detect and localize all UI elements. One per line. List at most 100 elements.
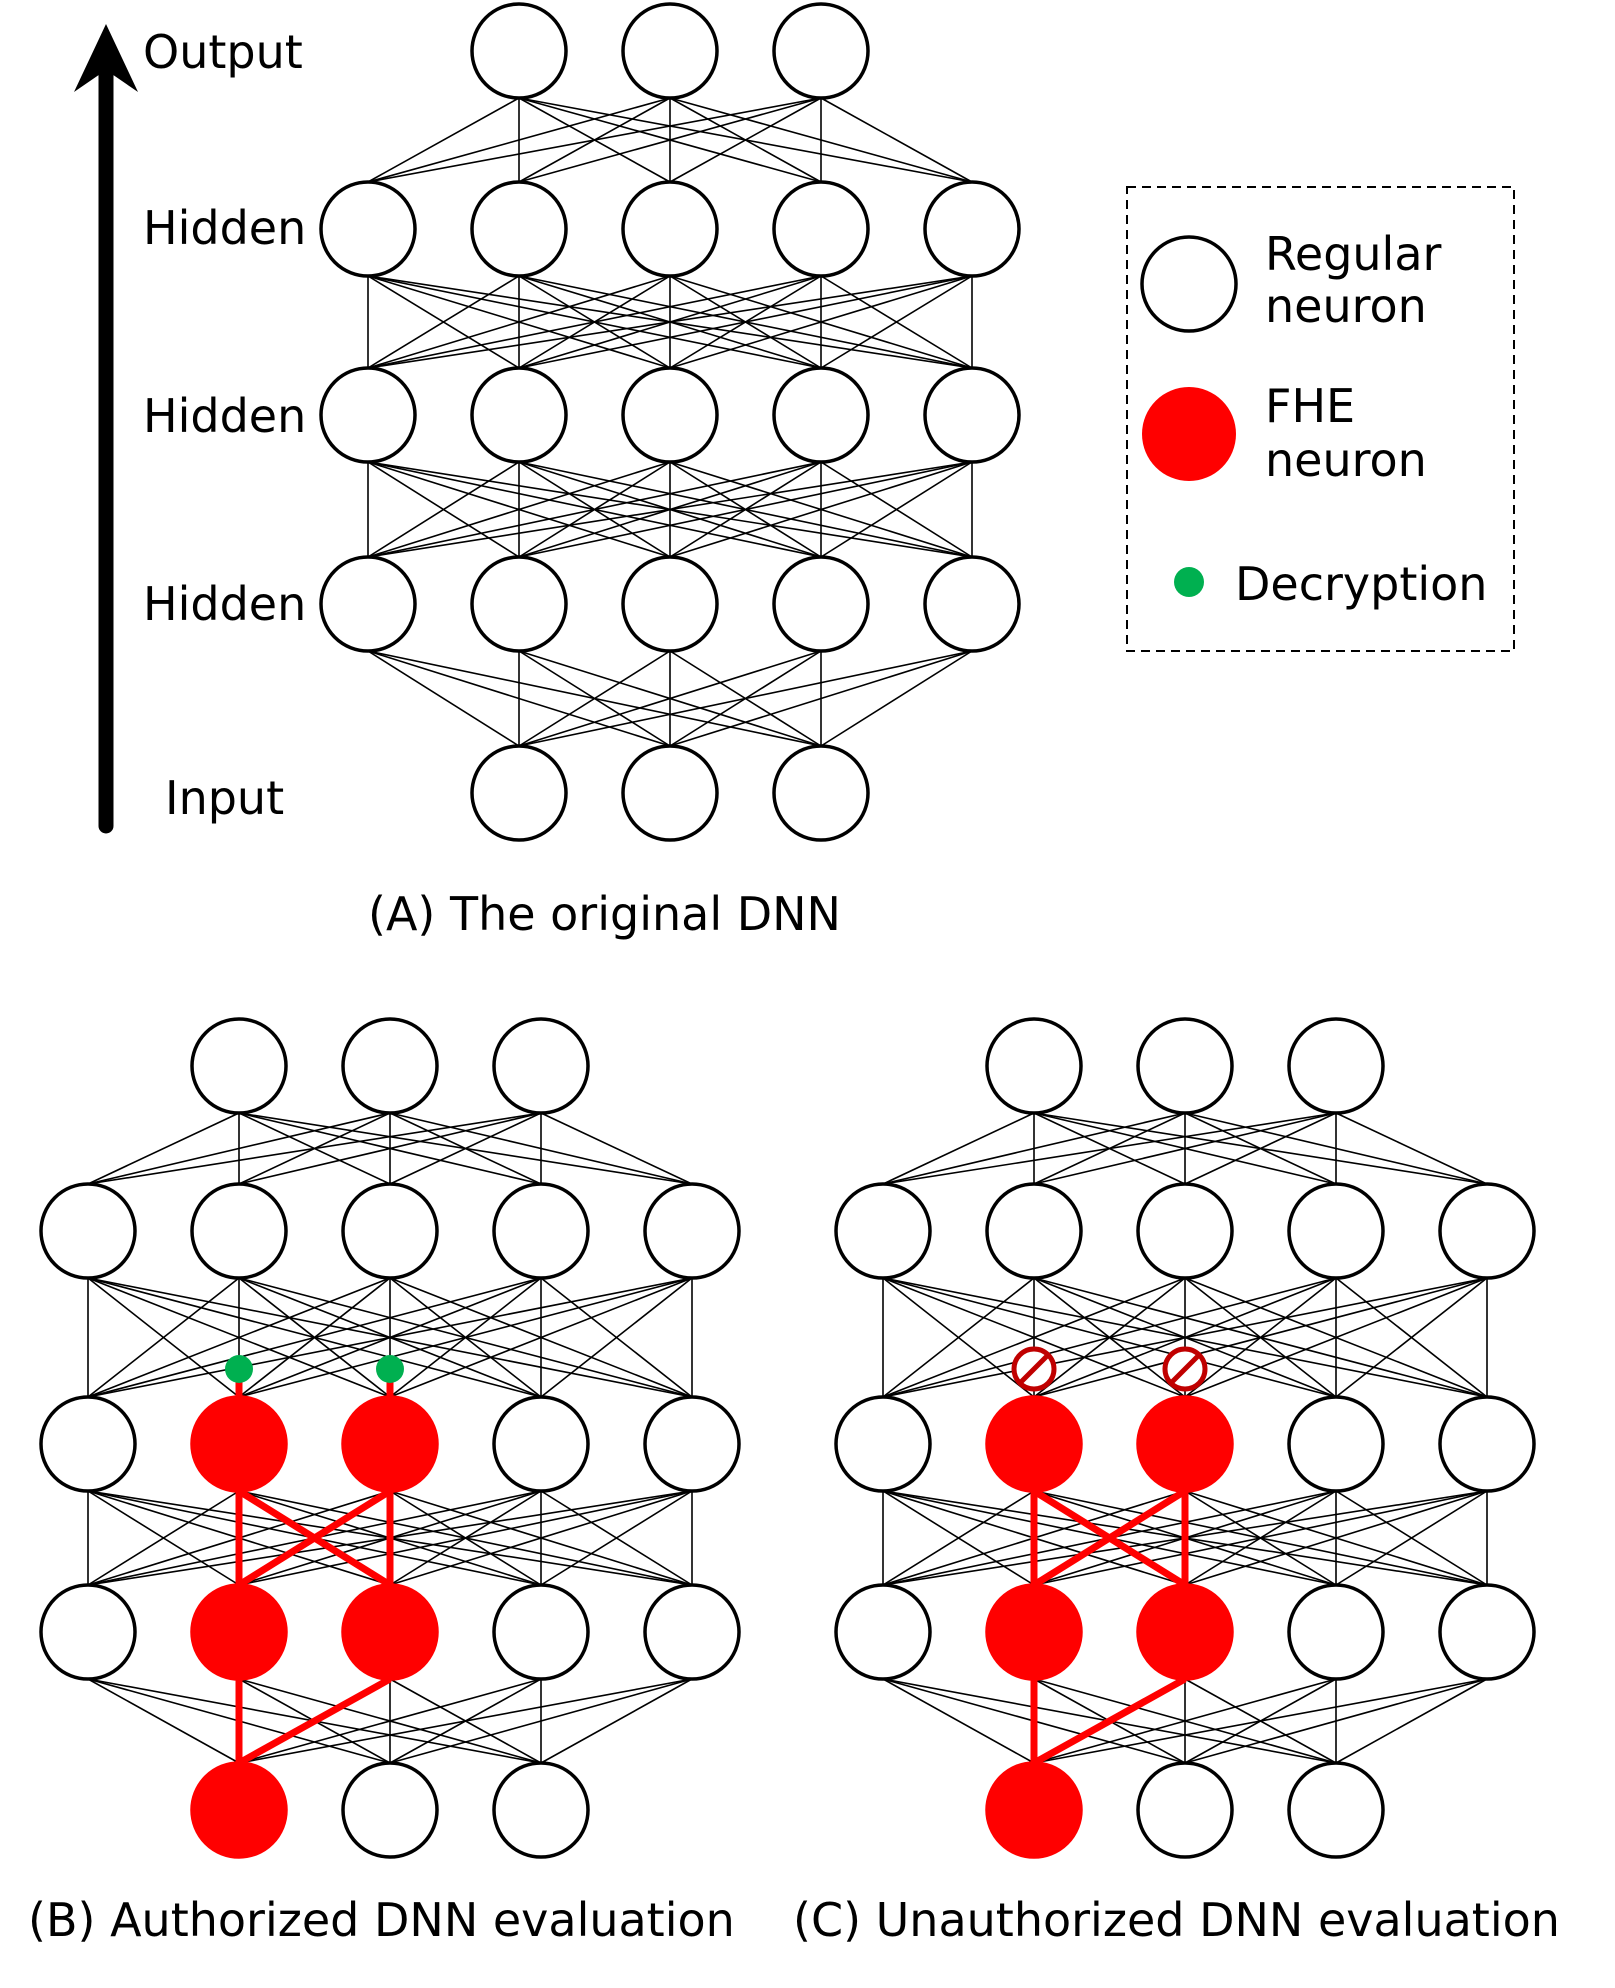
regular-neuron: [190, 1017, 288, 1115]
connection: [87, 1277, 240, 1398]
connection: [238, 1678, 542, 1764]
regular-neuron: [470, 2, 568, 100]
decryption-dot-icon: [376, 1355, 404, 1383]
connection: [1335, 1277, 1488, 1398]
connection: [669, 461, 973, 558]
legend: Regular neuron FHE neuron Decryption: [1126, 186, 1515, 652]
connection: [518, 97, 822, 183]
regular-neuron: [39, 1395, 137, 1493]
connection: [882, 1490, 1035, 1586]
legend-regular-label: Regular: [1265, 227, 1442, 281]
regular-neuron: [772, 744, 870, 842]
connection: [238, 1112, 693, 1185]
regular-neuron: [621, 2, 719, 100]
regular-neuron: [643, 1182, 741, 1280]
fhe-neuron: [985, 1395, 1083, 1493]
fhe-neuron: [1136, 1395, 1234, 1493]
regular-neuron: [985, 1182, 1083, 1280]
neurons: [39, 1017, 741, 1859]
regular-neuron: [492, 1583, 590, 1681]
fhe-neuron: [190, 1583, 288, 1681]
connection: [518, 97, 671, 183]
regular-neuron: [39, 1583, 137, 1681]
regular-neuron: [772, 180, 870, 278]
connection: [367, 461, 822, 558]
connection: [1184, 1277, 1488, 1398]
hidden-layer-label: Hidden: [143, 577, 306, 631]
fhe-neuron: [341, 1583, 439, 1681]
legend-regular-label: neuron: [1265, 279, 1427, 333]
fhe-connections: [1030, 1488, 1189, 1767]
regular-neuron: [923, 366, 1021, 464]
connection: [87, 1490, 240, 1586]
regular-neuron: [1438, 1395, 1536, 1493]
legend-decryption-label: Decryption: [1235, 557, 1487, 611]
caption-original-dnn: (A) The original DNN: [368, 887, 841, 941]
connection: [518, 461, 973, 558]
connection: [389, 1678, 542, 1764]
connection: [1033, 1112, 1488, 1185]
caption-authorized-evaluation: (B) Authorized DNN evaluation: [28, 1893, 735, 1947]
connection: [1033, 1277, 1488, 1398]
regular-neuron: [1287, 1182, 1385, 1280]
fhe-connection: [237, 1675, 392, 1767]
regular-neuron: [341, 1761, 439, 1859]
connection: [882, 1277, 1337, 1398]
regular-neuron: [1136, 1182, 1234, 1280]
fhe-neuron: [341, 1395, 439, 1493]
connection: [1033, 1112, 1337, 1185]
connection: [669, 97, 973, 183]
connection: [1184, 1112, 1488, 1185]
connection: [669, 275, 973, 369]
connection: [367, 461, 973, 558]
decryption-dot-icon: [225, 1355, 253, 1383]
connection: [1033, 1112, 1186, 1185]
connection: [389, 1277, 693, 1398]
connection: [238, 1112, 391, 1185]
regular-neuron: [492, 1761, 590, 1859]
regular-neuron: [772, 555, 870, 653]
connection: [540, 1678, 693, 1764]
connection: [1184, 1490, 1488, 1586]
regular-neuron: [834, 1182, 932, 1280]
regular-neuron: [643, 1583, 741, 1681]
connections: [367, 97, 973, 747]
connection: [540, 1277, 693, 1398]
connection: [820, 461, 973, 558]
regular-neuron: [1287, 1583, 1385, 1681]
fhe-neuron: [190, 1395, 288, 1493]
connections: [882, 1112, 1488, 1764]
regular-neuron: [621, 366, 719, 464]
connection: [882, 1277, 1488, 1398]
regular-neuron-icon: [1140, 235, 1238, 333]
legend-fhe-label: neuron: [1265, 433, 1427, 487]
connection: [238, 1490, 693, 1586]
connection: [1033, 1490, 1488, 1586]
authorized-dnn-network: [39, 1017, 741, 1859]
connection: [87, 1678, 240, 1764]
connection: [518, 97, 973, 183]
regular-neuron: [470, 366, 568, 464]
regular-neuron: [319, 366, 417, 464]
regular-neuron: [319, 180, 417, 278]
original-dnn-network: [319, 2, 1021, 842]
hidden-layer-label: Hidden: [143, 389, 306, 443]
legend-fhe-label: FHE: [1265, 379, 1355, 433]
connection: [820, 97, 973, 183]
regular-neuron: [772, 2, 870, 100]
connection: [367, 650, 822, 747]
regular-neuron: [923, 555, 1021, 653]
hidden-layer-label: Hidden: [143, 201, 306, 255]
connection: [882, 1112, 1035, 1185]
unauthorized-dnn-network: [834, 1017, 1536, 1859]
no-entry-icon: [1011, 1346, 1057, 1392]
regular-neuron: [190, 1182, 288, 1280]
connection: [238, 1277, 693, 1398]
fhe-neuron: [985, 1761, 1083, 1859]
connection: [87, 1112, 240, 1185]
fhe-neuron: [1136, 1583, 1234, 1681]
connection: [518, 275, 973, 369]
fhe-connection: [237, 1488, 392, 1588]
regular-neuron: [470, 180, 568, 278]
regular-neuron: [1287, 1017, 1385, 1115]
